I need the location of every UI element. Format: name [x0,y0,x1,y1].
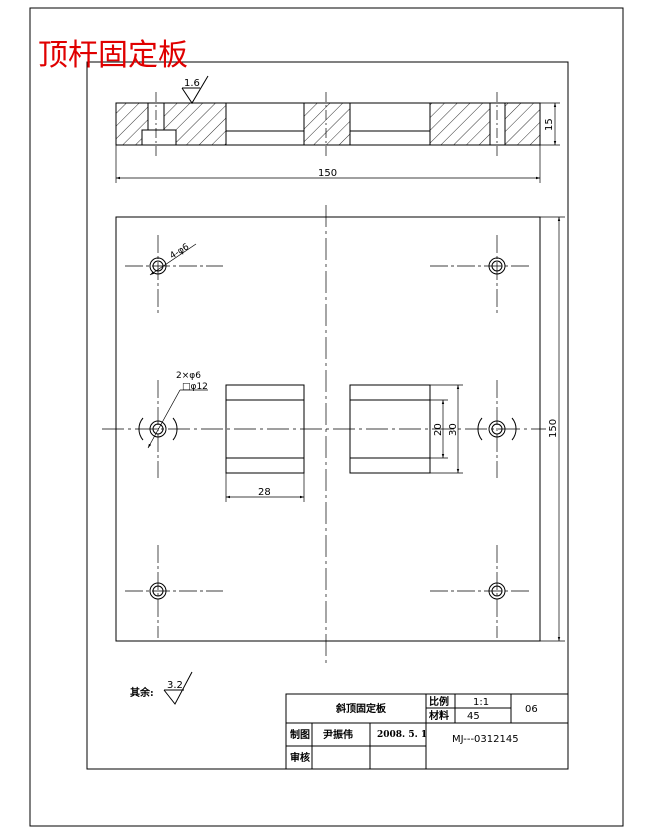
hole-note-side-1: 2×φ6 [176,371,201,381]
part-name: 斜顶固定板 [335,702,387,715]
drawn-by: 尹振伟 [323,728,353,741]
dim-thickness: 15 [544,118,555,131]
slot-left [225,384,305,474]
hole-mid-right [477,380,517,478]
material-value: 45 [467,711,480,722]
roughness-value: 3.2 [167,680,183,691]
dim-20: 20 [433,423,444,436]
material-label: 材料 [429,709,449,722]
drawn-label: 制图 [290,728,310,741]
hole-mid-left [138,380,178,478]
dim-height: 150 [548,419,559,438]
roughness-note: 其余: 3.2 [130,671,193,705]
dim-28: 28 [258,487,271,498]
drawing-title: 顶杆固定板 [38,38,188,73]
scale-value: 1:1 [473,697,489,708]
hole-note-top: 4-φ6 [168,242,191,262]
hole-top-left [125,235,223,313]
checked-label: 审核 [290,751,310,764]
dim-width: 150 [318,168,337,179]
sheet-number: 06 [525,704,538,715]
outer-border [29,7,624,827]
side-view: 1.6 15 150 [115,75,560,183]
title-block [285,693,569,770]
hole-bottom-left [125,545,223,638]
side-roughness: 1.6 [184,78,200,89]
hole-top-right [430,235,530,313]
slot-right [349,384,431,474]
hole-note-side-2: □φ12 [182,382,208,392]
dim-30: 30 [448,423,459,436]
hole-bottom-right [430,545,530,638]
drawing-date: 2008. 5. 1 [377,730,427,740]
drawing-number: MJ---0312145 [452,734,519,745]
scale-label: 比例 [429,695,449,708]
roughness-label: 其余: [130,686,154,699]
plan-view: 4-φ6 2×φ6 □φ12 20 30 28 150 [102,205,565,665]
